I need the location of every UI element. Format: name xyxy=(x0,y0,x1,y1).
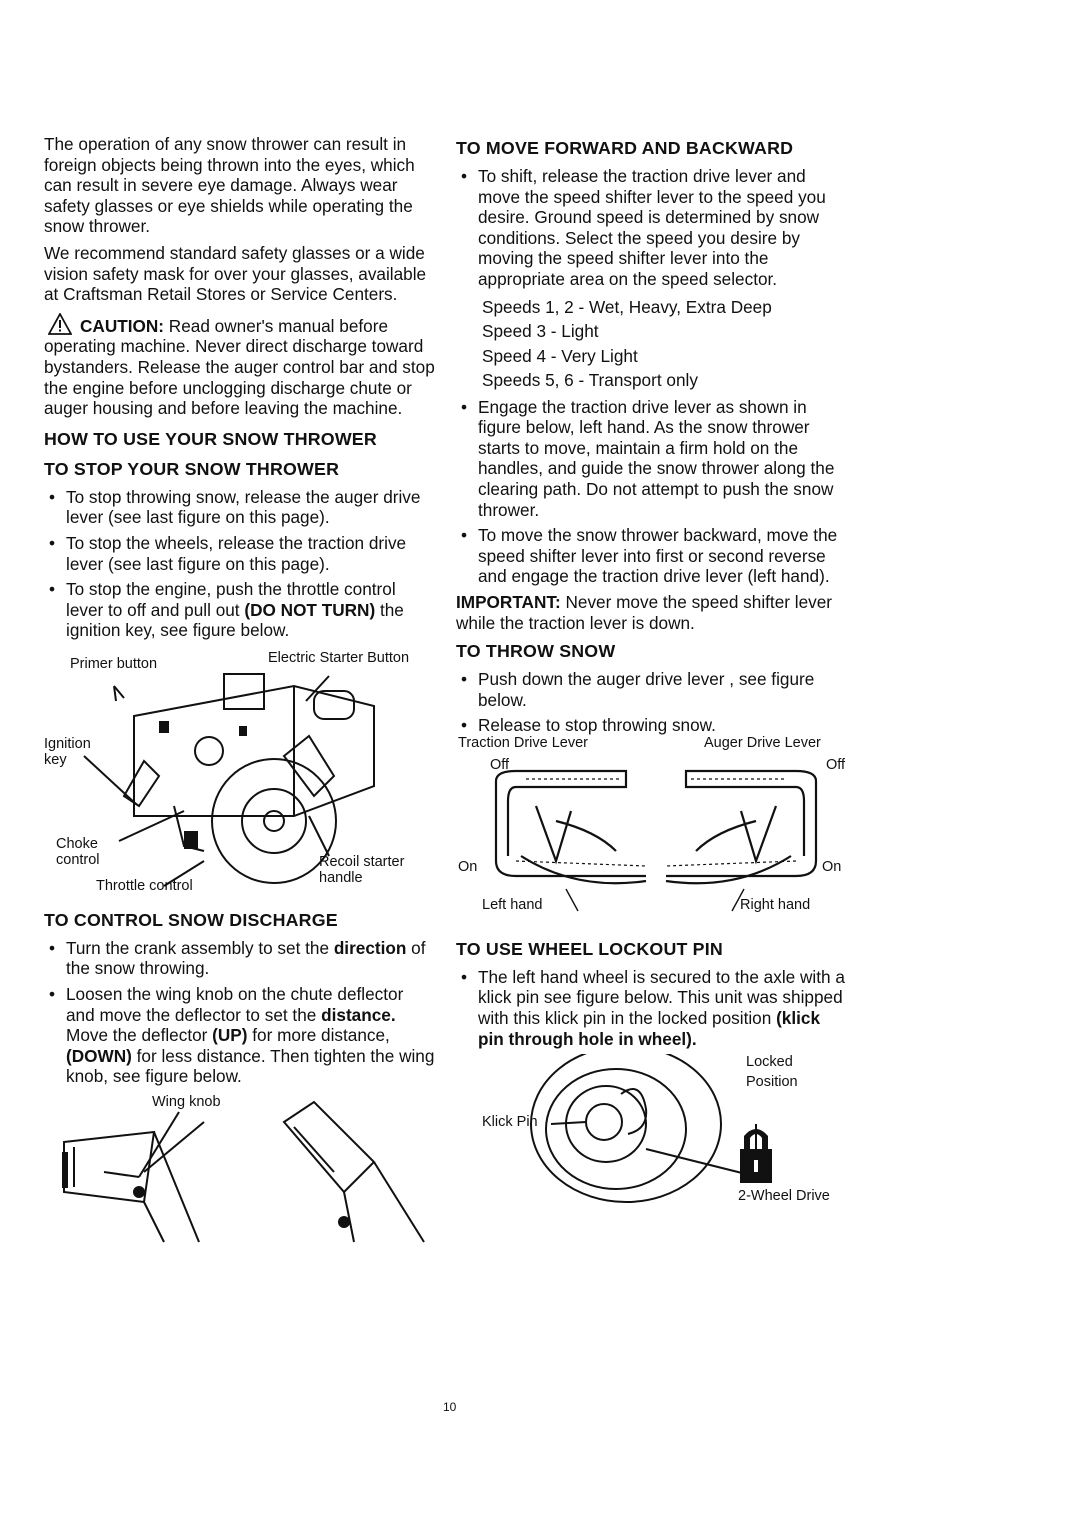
speed-line: Speed 3 - Light xyxy=(482,321,599,342)
choke-control-label: Choke control xyxy=(56,835,100,868)
intro-paragraph-1: The operation of any snow thrower can re… xyxy=(44,134,415,237)
important-note: IMPORTANT: Never move the speed shifter … xyxy=(456,591,833,633)
list-item: To stop the engine, push the throttle co… xyxy=(44,579,436,641)
throttle-control-label: Throttle control xyxy=(96,877,193,894)
move-list-2: Engage the traction drive lever as shown… xyxy=(456,397,848,587)
off-right-label: Off xyxy=(826,756,846,773)
recoil-starter-label: Recoil starter handle xyxy=(319,853,405,886)
heading-throw: TO THROW SNOW xyxy=(456,641,616,662)
list-item: To stop throwing snow, release the auger… xyxy=(44,487,436,528)
engine-figure: Primer button Electric Starter Button Ig… xyxy=(44,646,436,902)
list-item: To stop the wheels, release the traction… xyxy=(44,533,436,574)
caution-text: Read owner's manual before operating mac… xyxy=(44,315,435,419)
handle-figure: Traction Drive Lever Auger Drive Lever O… xyxy=(456,735,848,931)
list-item: Release to stop throwing snow. xyxy=(456,715,848,736)
handle-illustration xyxy=(494,769,818,912)
right-column: TO MOVE FORWARD AND BACKWARD To shift, r… xyxy=(456,134,848,1204)
list-item: Engage the traction drive lever as shown… xyxy=(456,397,848,521)
position-label: Position xyxy=(746,1074,798,1091)
off-left-label: Off xyxy=(490,756,510,773)
traction-drive-label: Traction Drive Lever xyxy=(458,734,589,751)
speeds-list: Speeds 1, 2 - Wet, Heavy, Extra Deep Spe… xyxy=(456,295,848,393)
list-item: To shift, release the traction drive lev… xyxy=(456,166,848,290)
on-right-label: On xyxy=(822,858,842,875)
auger-drive-label: Auger Drive Lever xyxy=(704,734,821,751)
list-item: Turn the crank assembly to set the direc… xyxy=(44,938,436,979)
stop-list: To stop throwing snow, release the auger… xyxy=(44,487,436,641)
speed-line: Speeds 5, 6 - Transport only xyxy=(482,370,698,391)
electric-starter-label: Electric Starter Button xyxy=(268,649,410,666)
heading-stop: TO STOP YOUR SNOW THROWER xyxy=(44,458,340,479)
heading-how-to-use: HOW TO USE YOUR SNOW THROWER xyxy=(44,428,377,449)
throw-list: Push down the auger drive lever , see fi… xyxy=(456,669,848,736)
on-left-label: On xyxy=(458,858,478,875)
left-column: The operation of any snow thrower can re… xyxy=(44,134,436,1252)
wheel-illustration xyxy=(530,1054,772,1204)
chute-figure: Wing knob xyxy=(44,1092,436,1252)
list-item: To move the snow thrower backward, move … xyxy=(456,525,848,587)
heading-discharge: TO CONTROL SNOW DISCHARGE xyxy=(44,909,338,930)
heading-move: TO MOVE FORWARD AND BACKWARD xyxy=(456,138,794,158)
move-list-1: To shift, release the traction drive lev… xyxy=(456,166,848,290)
ignition-key-label: Ignition key xyxy=(44,735,91,768)
primer-button-label: Primer button xyxy=(70,655,158,672)
locked-label: Locked xyxy=(746,1054,793,1071)
klick-pin-label: Klick Pin xyxy=(482,1114,538,1131)
chute-illustration xyxy=(62,1100,425,1243)
wing-knob-label: Wing knob xyxy=(152,1094,221,1111)
list-item: Push down the auger drive lever , see fi… xyxy=(456,669,848,710)
two-wheel-drive-label: 2-Wheel Drive xyxy=(738,1188,830,1205)
speed-line: Speeds 1, 2 - Wet, Heavy, Extra Deep xyxy=(482,296,772,317)
engine-illustration xyxy=(83,672,375,887)
left-hand-label: Left hand xyxy=(482,896,543,913)
caution-label: CAUTION: xyxy=(80,315,165,336)
list-item: Loosen the wing knob on the chute deflec… xyxy=(44,984,436,1087)
right-hand-label: Right hand xyxy=(740,896,811,913)
warning-triangle-icon xyxy=(48,312,72,335)
intro-paragraph-2: We recommend standard safety glasses or … xyxy=(44,242,427,305)
wheel-figure: Locked Position Klick Pin 2-Wheel Drive xyxy=(456,1054,848,1204)
page-number: 10 xyxy=(443,1400,457,1414)
heading-wheel: TO USE WHEEL LOCKOUT PIN xyxy=(456,938,723,959)
discharge-list: Turn the crank assembly to set the direc… xyxy=(44,938,436,1087)
list-item: The left hand wheel is secured to the ax… xyxy=(456,967,848,1049)
wheel-list: The left hand wheel is secured to the ax… xyxy=(456,967,848,1049)
speed-line: Speed 4 - Very Light xyxy=(482,345,638,366)
caution-block: CAUTION: Read owner's manual before oper… xyxy=(44,312,436,419)
